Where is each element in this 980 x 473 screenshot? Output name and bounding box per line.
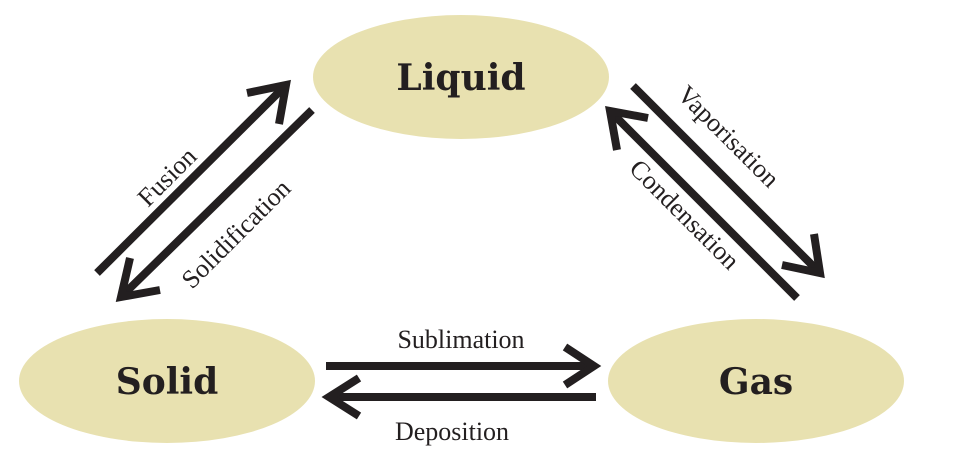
vaporisation-arrow-head xyxy=(781,233,825,279)
liquid-ellipse xyxy=(313,15,609,139)
solid-node: Solid xyxy=(19,319,315,443)
deposition-label: Deposition xyxy=(395,417,509,446)
solid-ellipse xyxy=(19,319,315,443)
liquid-node: Liquid xyxy=(313,15,609,139)
vaporisation-arrow-shaft xyxy=(630,83,821,274)
deposition-arrow xyxy=(321,374,596,420)
sublimation-label: Sublimation xyxy=(397,325,524,354)
solidification-label: Solidification xyxy=(176,174,297,295)
fusion-arrow-shaft xyxy=(94,84,287,276)
condensation-arrow-shaft xyxy=(609,110,800,301)
solid-label: Solid xyxy=(116,361,219,403)
gas-label: Gas xyxy=(719,361,793,403)
sublimation-arrow xyxy=(326,343,602,389)
solidification-arrow xyxy=(115,107,315,303)
gas-node: Gas xyxy=(608,319,904,443)
condensation-label: Condensation xyxy=(624,154,746,276)
vaporisation-arrow xyxy=(630,83,825,279)
gas-ellipse xyxy=(608,319,904,443)
fusion-arrow-head xyxy=(246,79,291,125)
solidification-arrow-head xyxy=(115,257,161,303)
deposition-arrow-head xyxy=(321,374,362,420)
solidification-arrow-shaft xyxy=(120,107,315,298)
fusion-arrow xyxy=(94,79,291,276)
sublimation-arrow-head xyxy=(562,343,602,389)
condensation-arrow xyxy=(605,106,800,301)
condensation-arrow-head xyxy=(605,106,649,151)
liquid-label: Liquid xyxy=(396,57,525,99)
